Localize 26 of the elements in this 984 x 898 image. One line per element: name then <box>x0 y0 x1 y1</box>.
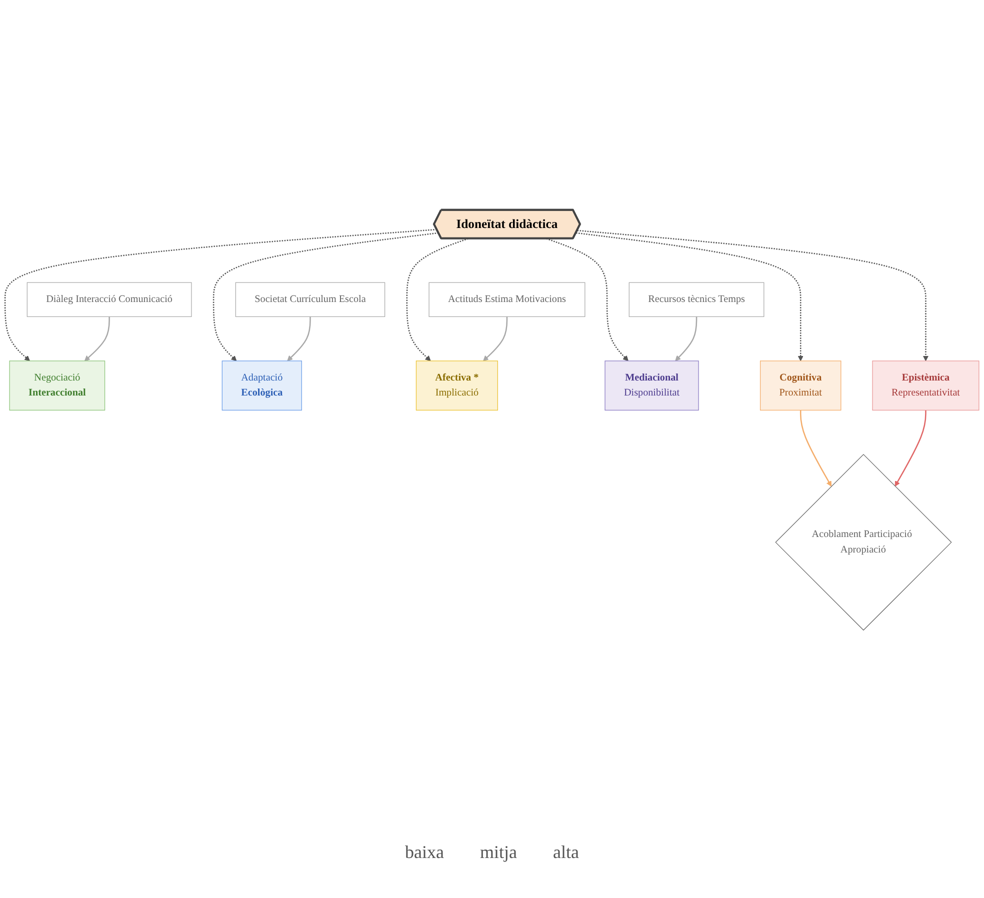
arrow <box>483 316 508 362</box>
arrow <box>894 410 926 487</box>
node-box: Recursos tècnics Temps <box>628 282 764 317</box>
scale-label: mitja <box>479 841 518 864</box>
node-box: Epistèmica Representativitat <box>872 360 980 411</box>
arrow <box>212 232 439 362</box>
node-box: Negociació Interaccional <box>9 360 106 411</box>
arrow <box>287 316 311 362</box>
arrow <box>800 410 832 487</box>
scale-label: alta <box>552 841 580 864</box>
node-box: Actituds Estima Motivacions <box>428 282 586 317</box>
node-box: Societat Currículum Escola <box>235 282 386 317</box>
arrow <box>546 238 628 362</box>
arrow <box>4 228 437 362</box>
node-box: Mediacional Disponibilitat <box>604 360 699 411</box>
node-box: Diàleg Interacció Comunicació <box>26 282 192 317</box>
node-diamond: Acoblament Participació Apropiació <box>775 454 952 631</box>
arrow <box>576 232 804 362</box>
node-box: Afectiva * Implicació <box>416 360 498 411</box>
scale-label: baixa <box>404 841 445 864</box>
node-box: Cognitiva Proximitat <box>760 360 842 411</box>
arrow <box>406 238 468 362</box>
arrow <box>84 316 110 362</box>
node-box: Adaptació Ecològica <box>222 360 302 411</box>
arrow <box>577 230 928 362</box>
arrow <box>675 316 698 362</box>
